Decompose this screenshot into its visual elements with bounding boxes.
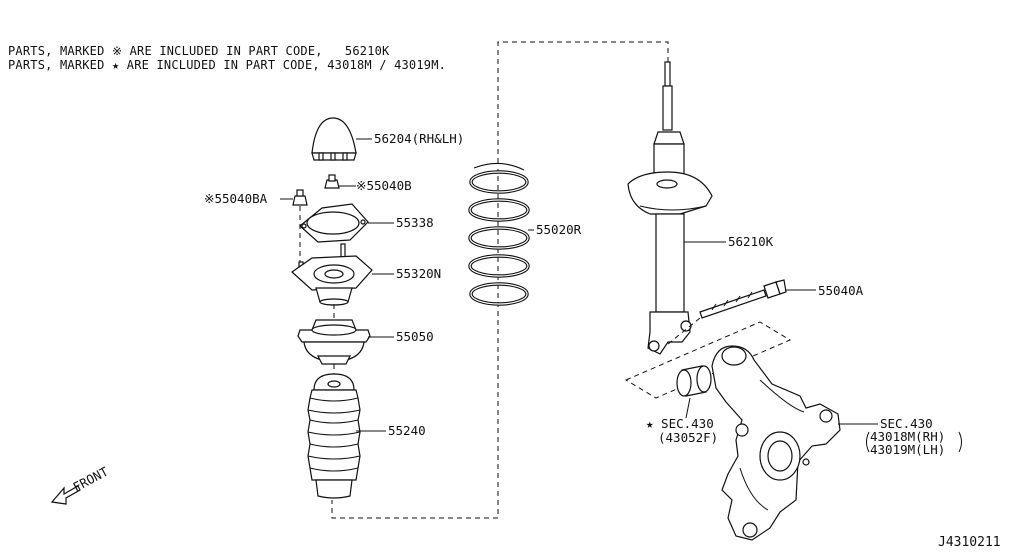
strut-assembly-56210K[interactable] [627, 61, 713, 355]
nut-55040B[interactable] [324, 174, 340, 189]
note-line-2: PARTS, MARKED ★ ARE INCLUDED IN PART COD… [8, 58, 447, 72]
label-55320N: 55320N [396, 266, 441, 281]
spring-seat-55050[interactable] [297, 319, 371, 365]
nut-55040BA[interactable] [292, 189, 308, 206]
label-55040B: ※55040B [356, 178, 412, 193]
knuckle-43018M-43019M[interactable] [711, 345, 841, 541]
label-sec430: SEC.430 [880, 416, 933, 431]
strut-mount-55320N[interactable] [291, 243, 373, 306]
insulator-55338[interactable] [299, 203, 369, 243]
bushing-43052F[interactable] [676, 365, 712, 397]
label-43052F: (43052F) [658, 430, 718, 445]
label-55040A: 55040A [818, 283, 864, 298]
diagram-id: J4310211 [938, 535, 1001, 550]
label-56204: 56204(RH&LH) [374, 131, 464, 146]
label-55020R: 55020R [536, 222, 582, 237]
label-55050: 55050 [396, 329, 434, 344]
front-arrow-icon [50, 485, 81, 505]
label-56210K: 56210K [728, 234, 774, 249]
dust-boot-55240[interactable] [307, 373, 361, 499]
label-55240: 55240 [388, 423, 426, 438]
coil-spring-55020R[interactable] [468, 162, 530, 306]
label-sec430-star: ★ SEC.430 [646, 416, 714, 431]
label-43019M: 43019M(LH) [870, 442, 945, 457]
dust-cap-56204[interactable] [311, 117, 357, 161]
note-line-1: PARTS, MARKED ※ ARE INCLUDED IN PART COD… [8, 44, 390, 58]
section-frame [624, 321, 792, 399]
label-55338: 55338 [396, 215, 434, 230]
label-55040BA: ※55040BA [204, 191, 268, 206]
label-43018M: 43018M(RH) [870, 429, 945, 444]
label-front: FRONT [70, 464, 111, 495]
group-bracket [331, 41, 669, 519]
bolt-55040A[interactable] [699, 279, 787, 319]
